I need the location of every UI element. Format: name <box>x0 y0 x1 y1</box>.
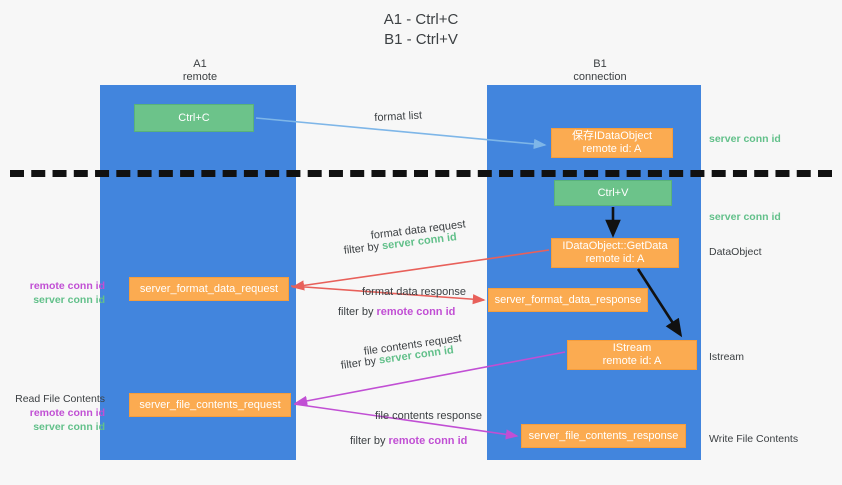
right-note-write-file-contents: Write File Contents <box>709 432 798 446</box>
label-file-contents-response-text: file contents response <box>375 410 483 422</box>
box-idataobject-getdata[interactable]: IDataObject::GetData remote id: A <box>551 238 679 268</box>
label-format-list: format list <box>374 109 422 126</box>
left-note-conn-ids: remote conn id server conn id <box>8 279 105 307</box>
arrow-file-contents-response <box>293 403 519 440</box>
left-note-remote-conn-id: remote conn id <box>29 280 105 292</box>
label-file-contents-response: file contents response <box>375 409 482 424</box>
label-format-data-response-filter: filter by remote conn id <box>338 305 455 320</box>
column-header-a1: A1 remote <box>140 58 260 84</box>
box-idataobject[interactable]: 保存IDataObject remote id: A <box>551 128 673 158</box>
title-line-1: A1 - Ctrl+C <box>383 11 459 28</box>
right-note-server-conn-id-text: server conn id <box>709 211 781 223</box>
column-header-b1-sub: connection <box>573 71 627 83</box>
box-server-format-data-request[interactable]: server_format_data_request <box>129 277 289 301</box>
column-header-b1-name: B1 <box>593 58 607 70</box>
filter-value-remote-conn-id: remote conn id <box>376 306 456 318</box>
column-header-b1: B1 connection <box>540 58 660 84</box>
left-note-remote-conn-id: remote conn id <box>29 407 105 419</box>
box-server-file-contents-response-label: server_file_contents_response <box>528 429 679 442</box>
label-format-data-response: format data response <box>362 285 466 300</box>
box-idataobject-title: 保存IDataObject <box>571 130 653 142</box>
filter-value-remote-conn-id: remote conn id <box>388 435 468 447</box>
box-idataobject-subtitle: remote id: A <box>582 143 642 155</box>
arrow-file-contents-request <box>294 351 566 406</box>
box-ctrl-c-label: Ctrl+C <box>178 111 210 124</box>
filter-prefix: filter by <box>338 306 377 318</box>
right-note-data-object-text: DataObject <box>709 246 762 258</box>
label-format-list-text: format list <box>374 109 423 124</box>
filter-prefix: filter by <box>343 240 383 257</box>
box-ctrl-v-label: Ctrl+V <box>597 186 629 199</box>
box-istream[interactable]: IStream remote id: A <box>567 340 697 370</box>
box-server-file-contents-request-label: server_file_contents_request <box>139 398 281 411</box>
box-server-format-data-response[interactable]: server_format_data_response <box>488 288 648 312</box>
left-note-server-conn-id: server conn id <box>33 294 105 306</box>
box-istream-title: IStream <box>612 342 652 354</box>
right-note-server-conn-id-text: server conn id <box>709 133 781 145</box>
arrow-getdata-to-istream <box>636 268 683 338</box>
arrow-format-data-request <box>291 249 550 291</box>
left-note-heading: Read File Contents <box>15 393 105 405</box>
box-ctrl-v[interactable]: Ctrl+V <box>554 180 672 206</box>
right-note-istream: Istream <box>709 350 744 364</box>
right-note-write-file-contents-text: Write File Contents <box>709 433 799 445</box>
column-header-a1-name: A1 <box>193 58 207 70</box>
box-server-file-contents-request[interactable]: server_file_contents_request <box>129 393 291 417</box>
filter-prefix: filter by <box>350 435 389 447</box>
page-title: A1 - Ctrl+C B1 - Ctrl+V <box>0 10 842 50</box>
arrow-format-data-response <box>290 285 486 305</box>
filter-prefix: filter by <box>340 354 380 372</box>
box-ctrl-c[interactable]: Ctrl+C <box>134 104 254 132</box>
box-istream-subtitle: remote id: A <box>602 355 662 367</box>
box-getdata-title: IDataObject::GetData <box>562 240 668 252</box>
left-note-server-conn-id: server conn id <box>33 421 105 433</box>
box-server-format-data-response-label: server_format_data_response <box>494 293 642 306</box>
dashed-divider <box>10 170 832 177</box>
box-server-format-data-request-label: server_format_data_request <box>139 282 279 295</box>
left-note-read-file-contents: Read File Contents remote conn id server… <box>4 392 105 434</box>
box-getdata-subtitle: remote id: A <box>585 253 645 265</box>
arrow-format-list <box>255 117 547 150</box>
label-format-data-response-text: format data response <box>362 286 466 298</box>
right-note-server-conn-id-top: server conn id <box>709 132 781 146</box>
right-note-data-object: DataObject <box>709 245 762 259</box>
right-note-server-conn-id-mid: server conn id <box>709 210 781 224</box>
right-note-istream-text: Istream <box>709 351 745 363</box>
title-line-2: B1 - Ctrl+V <box>384 31 458 48</box>
column-header-a1-sub: remote <box>182 71 218 83</box>
label-file-contents-response-filter: filter by remote conn id <box>350 434 467 449</box>
box-server-file-contents-response[interactable]: server_file_contents_response <box>521 424 686 448</box>
